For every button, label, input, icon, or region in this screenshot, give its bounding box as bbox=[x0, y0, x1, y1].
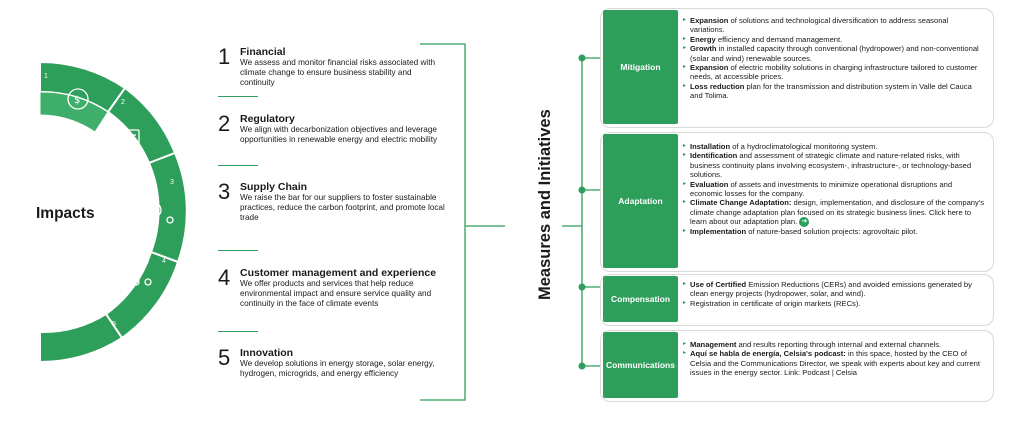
impact-number: 4 bbox=[218, 265, 231, 290]
list-item: Growth in installed capacity through con… bbox=[683, 44, 985, 63]
list-item: Management and results reporting through… bbox=[683, 340, 985, 350]
list-item: Aquí se habla de energía, Celsia's podca… bbox=[683, 349, 985, 377]
measure-label-adaptation: Adaptation bbox=[603, 134, 678, 268]
regulation-document-icon bbox=[124, 129, 140, 148]
wheel-number-2: 2 bbox=[121, 99, 125, 106]
list-item: Use of Certified Emission Reductions (CE… bbox=[683, 280, 985, 299]
list-item: Climate Change Adaptation: design, imple… bbox=[683, 198, 985, 228]
communications-list: Management and results reporting through… bbox=[683, 340, 985, 378]
impact-separator bbox=[218, 331, 258, 332]
wheel-number-4: 4 bbox=[162, 258, 166, 265]
connector-dot bbox=[578, 54, 586, 62]
impact-description: We assess and monitor financial risks as… bbox=[240, 58, 436, 87]
impact-title: Customer management and experience bbox=[240, 267, 437, 279]
impact-number: 5 bbox=[218, 345, 231, 370]
connector-dot bbox=[578, 186, 586, 194]
list-item: Identification and assessment of strateg… bbox=[683, 151, 985, 179]
wheel-segment-5 bbox=[39, 312, 124, 364]
impact-description: We raise the bar for our suppliers to fo… bbox=[240, 193, 445, 222]
impact-description: We offer products and services that help… bbox=[240, 279, 432, 308]
supply-chain-icon bbox=[135, 189, 174, 227]
impact-title: Supply Chain bbox=[240, 181, 308, 193]
impact-title: Financial bbox=[240, 46, 286, 58]
list-item: Installation of a hydroclimatological mo… bbox=[683, 142, 985, 152]
wheel-number-5: 5 bbox=[112, 321, 116, 328]
connector-dot bbox=[578, 283, 586, 291]
connector-dot bbox=[578, 362, 586, 370]
list-item: Loss reduction plan for the transmission… bbox=[683, 82, 985, 101]
measure-label-communications: Communications bbox=[603, 332, 678, 398]
wheel-segments bbox=[39, 60, 188, 364]
list-item: Registration in certificate of origin ma… bbox=[683, 299, 985, 309]
impact-separator bbox=[218, 250, 258, 251]
list-item: Expansion of electric mobility solutions… bbox=[683, 63, 985, 82]
adaptation-list: Installation of a hydroclimatological mo… bbox=[683, 142, 985, 237]
impact-number: 3 bbox=[218, 179, 231, 204]
list-item: Energy efficiency and demand management. bbox=[683, 35, 985, 45]
wheel-segment-2 bbox=[106, 86, 177, 165]
innovation-bulb-icon bbox=[61, 294, 91, 322]
impacts-label: Impacts bbox=[36, 205, 95, 222]
measures-title: Measures and Initiatives bbox=[536, 109, 554, 300]
adaptation-plan-link-icon[interactable]: ➜ bbox=[799, 217, 810, 228]
list-item: Implementation of nature-based solution … bbox=[683, 227, 985, 237]
mitigation-list: Expansion of solutions and technological… bbox=[683, 16, 985, 101]
wheel-inner-segment-1 bbox=[39, 91, 109, 133]
impact-title: Innovation bbox=[240, 347, 294, 359]
wheel-segment-4 bbox=[104, 250, 180, 340]
finance-cycle-icon: $ bbox=[67, 88, 89, 110]
impact-separator bbox=[218, 96, 258, 97]
impact-separator bbox=[218, 165, 258, 166]
compensation-list: Use of Certified Emission Reductions (CE… bbox=[683, 280, 985, 309]
measure-label-mitigation: Mitigation bbox=[603, 10, 678, 124]
impact-description: We develop solutions in energy storage, … bbox=[240, 359, 435, 378]
impact-title: Regulatory bbox=[240, 113, 295, 125]
measure-label-compensation: Compensation bbox=[603, 276, 678, 322]
impact-number: 1 bbox=[218, 44, 231, 69]
list-item: Expansion of solutions and technological… bbox=[683, 16, 985, 35]
impacts-wheel: $ 1 2 3 4 5 Impacts bbox=[36, 60, 188, 364]
svg-text:$: $ bbox=[74, 95, 80, 106]
wheel-number-1: 1 bbox=[44, 73, 48, 80]
customers-heart-icon bbox=[120, 258, 152, 286]
impact-description: We align with decarbonization objectives… bbox=[240, 125, 438, 144]
wheel-number-3: 3 bbox=[170, 179, 174, 186]
impact-number: 2 bbox=[218, 111, 231, 136]
list-item: Evaluation of assets and investments to … bbox=[683, 180, 985, 199]
